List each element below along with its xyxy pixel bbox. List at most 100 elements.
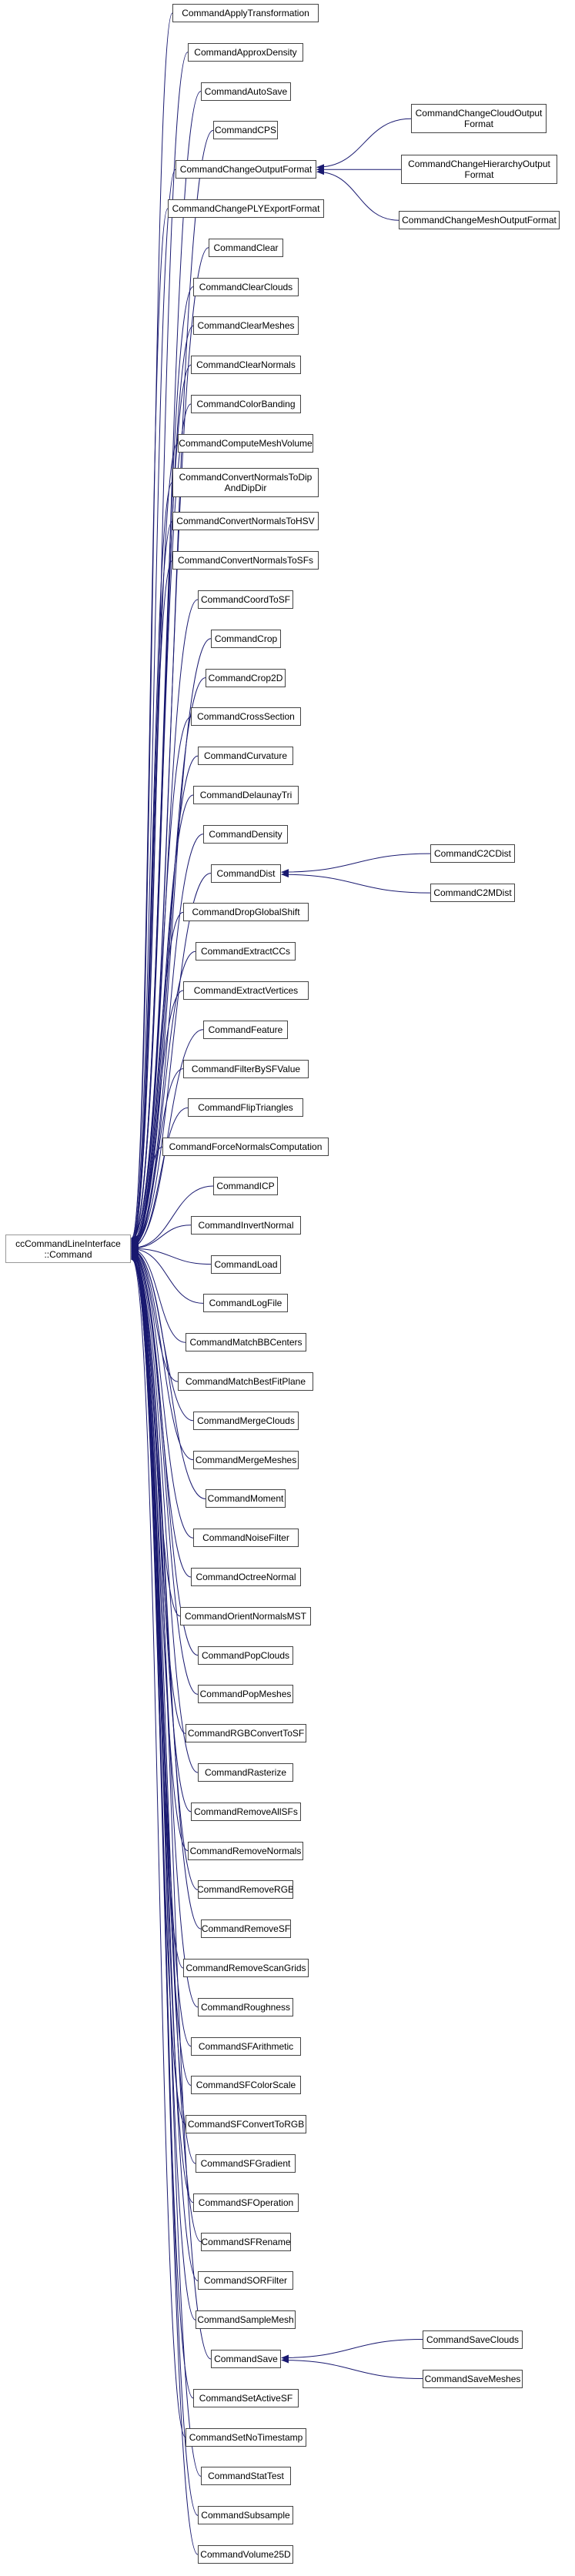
class-node-commandremovenormals[interactable]: CommandRemoveNormals — [188, 1842, 303, 1860]
class-node-commandclear[interactable]: CommandClear — [209, 239, 283, 257]
edge-commandcrosssection-to-base — [131, 716, 192, 1248]
class-node-commandextractvertices[interactable]: CommandExtractVertices — [183, 981, 309, 1000]
edge-commandforcenormalscomputation-to-base — [131, 1146, 163, 1251]
class-node-commandsfarithmetic[interactable]: CommandSFArithmetic — [191, 2037, 301, 2056]
class-node-commandchangecloudoutput-format[interactable]: CommandChangeCloudOutput Format — [411, 104, 547, 133]
edge-commandfliptriangles-to-base — [131, 1107, 189, 1251]
class-node-commandsetactivesf[interactable]: CommandSetActiveSF — [193, 2389, 299, 2407]
class-node-commandcps[interactable]: CommandCPS — [213, 121, 278, 139]
class-node-commandsavemeshes[interactable]: CommandSaveMeshes — [423, 2370, 523, 2388]
edge-commandfilterbysfvalue-to-base — [131, 1068, 184, 1251]
edge-commanddropglobalshift-to-base — [131, 911, 184, 1249]
class-node-commandfilterbysfvalue[interactable]: CommandFilterBySFValue — [183, 1060, 309, 1078]
class-node-commandchangeplyexportformat[interactable]: CommandChangePLYExportFormat — [168, 199, 324, 218]
class-node-commandclearclouds[interactable]: CommandClearClouds — [193, 278, 299, 296]
class-node-commanddelaunaytri[interactable]: CommandDelaunayTri — [193, 786, 299, 804]
class-node-commandsfconverttorgb[interactable]: CommandSFConvertToRGB — [186, 2115, 306, 2133]
class-node-commandlogfile[interactable]: CommandLogFile — [203, 1294, 288, 1312]
class-node-commandsubsample[interactable]: CommandSubsample — [198, 2506, 293, 2524]
edge-commandchangeoutputformat-to-base — [131, 169, 176, 1242]
class-node-commandsave[interactable]: CommandSave — [211, 2350, 281, 2368]
class-node-commandcolorbanding[interactable]: CommandColorBanding — [191, 395, 301, 413]
class-node-commandmergemeshes[interactable]: CommandMergeMeshes — [193, 1451, 299, 1469]
class-node-commandmergeclouds[interactable]: CommandMergeClouds — [193, 1412, 299, 1430]
class-node-commandmatchbbcenters[interactable]: CommandMatchBBCenters — [186, 1333, 306, 1351]
class-node-commandconvertnormalstodip-anddipdir[interactable]: CommandConvertNormalsToDip AndDipDir — [172, 468, 319, 497]
class-node-commandextractccs[interactable]: CommandExtractCCs — [196, 942, 296, 961]
edge-commandvolume25d-to-base — [131, 1256, 199, 2555]
edge-commandsaveclouds-to-commandsave — [281, 2339, 423, 2361]
class-node-commandclearnormals[interactable]: CommandClearNormals — [191, 356, 301, 374]
edge-commandchangecloudoutput-format-to-commandchangeoutputformat — [316, 118, 412, 171]
edge-commandcolorbanding-to-base — [131, 403, 192, 1245]
edge-commandconvertnormalstosfs-to-base — [131, 560, 173, 1246]
class-node-commandcomputemeshvolume[interactable]: CommandComputeMeshVolume — [178, 434, 313, 453]
edge-commandc2cdist-to-commanddist — [281, 853, 431, 876]
class-node-commandconvertnormalstosfs[interactable]: CommandConvertNormalsToSFs — [172, 551, 319, 570]
class-node-commandmoment[interactable]: CommandMoment — [206, 1489, 286, 1508]
edge-commandrasterize-to-base — [131, 1250, 199, 1773]
class-node-commandcoordtosf[interactable]: CommandCoordToSF — [198, 590, 293, 609]
edge-commandsave-to-base — [131, 1255, 212, 2360]
class-node-commandsamplemesh[interactable]: CommandSampleMesh — [196, 2310, 296, 2329]
class-node-commandvolume25d[interactable]: CommandVolume25D — [198, 2545, 293, 2564]
class-node-commandload[interactable]: CommandLoad — [211, 1255, 281, 1274]
edge-commandextractccs-to-base — [131, 951, 196, 1249]
class-node-commandsfoperation[interactable]: CommandSFOperation — [193, 2193, 299, 2212]
class-node-commandmatchbestfitplane[interactable]: CommandMatchBestFitPlane — [178, 1372, 313, 1391]
edge-commandchangeplyexportformat-to-base — [131, 208, 169, 1243]
class-node-commanddist[interactable]: CommandDist — [211, 864, 281, 883]
class-node-commandcrosssection[interactable]: CommandCrossSection — [191, 707, 301, 726]
class-node-commandpopmeshes[interactable]: CommandPopMeshes — [198, 1685, 293, 1703]
edge-commandchangemeshoutputformat-to-commandchangeoutputformat — [316, 169, 399, 221]
class-node-commandforcenormalscomputation[interactable]: CommandForceNormalsComputation — [162, 1138, 329, 1156]
class-node-commandsetnotimestamp[interactable]: CommandSetNoTimestamp — [186, 2428, 306, 2447]
class-node-commandremovergb[interactable]: CommandRemoveRGB — [198, 1880, 293, 1899]
class-node-commandconvertnormalstohsv[interactable]: CommandConvertNormalsToHSV — [172, 512, 319, 530]
edge-commanddensity-to-base — [131, 834, 204, 1248]
class-node-commandoctreenormal[interactable]: CommandOctreeNormal — [191, 1568, 301, 1586]
class-node-commandsfrename[interactable]: CommandSFRename — [201, 2233, 291, 2251]
edge-commandmoment-to-base — [131, 1247, 206, 1499]
class-node-commandsaveclouds[interactable]: CommandSaveClouds — [423, 2330, 523, 2349]
class-node-commandrgbconverttosf[interactable]: CommandRGBConvertToSF — [186, 1724, 306, 1742]
base-class-node[interactable]: ccCommandLineInterface ::Command — [5, 1235, 131, 1263]
class-node-commandremovescangrids[interactable]: CommandRemoveScanGrids — [183, 1959, 309, 1977]
class-node-commandcurvature[interactable]: CommandCurvature — [198, 747, 293, 765]
class-node-commandfeature[interactable]: CommandFeature — [203, 1021, 288, 1039]
class-node-commandclearmeshes[interactable]: CommandClearMeshes — [193, 316, 299, 335]
class-node-commandremovesf[interactable]: CommandRemoveSF — [201, 1919, 291, 1938]
class-node-commandsfcolorscale[interactable]: CommandSFColorScale — [191, 2076, 301, 2094]
class-node-commandchangemeshoutputformat[interactable]: CommandChangeMeshOutputFormat — [399, 211, 560, 229]
class-node-commandrasterize[interactable]: CommandRasterize — [198, 1763, 293, 1782]
class-node-commandcrop2d[interactable]: CommandCrop2D — [206, 669, 286, 687]
class-node-commandapplytransformation[interactable]: CommandApplyTransformation — [172, 4, 319, 22]
class-node-commandinvertnormal[interactable]: CommandInvertNormal — [191, 1216, 301, 1235]
class-node-commandstattest[interactable]: CommandStatTest — [201, 2467, 291, 2485]
class-node-commandfliptriangles[interactable]: CommandFlipTriangles — [188, 1098, 303, 1117]
edge-commandremoveallsfs-to-base — [131, 1250, 192, 1813]
class-node-commanddropglobalshift[interactable]: CommandDropGlobalShift — [183, 903, 309, 921]
edge-commandpopclouds-to-base — [131, 1248, 199, 1656]
edge-commandsfrename-to-base — [131, 1254, 202, 2243]
class-node-commandroughness[interactable]: CommandRoughness — [198, 1998, 293, 2016]
class-node-commandchangehierarchyoutput-format[interactable]: CommandChangeHierarchyOutput Format — [401, 155, 557, 184]
class-node-commandc2cdist[interactable]: CommandC2CDist — [430, 844, 515, 863]
class-node-commandicp[interactable]: CommandICP — [213, 1177, 278, 1195]
class-node-commandc2mdist[interactable]: CommandC2MDist — [430, 884, 515, 902]
class-node-commanddensity[interactable]: CommandDensity — [203, 825, 288, 844]
class-node-commandcrop[interactable]: CommandCrop — [211, 630, 281, 648]
class-node-commandapproxdensity[interactable]: CommandApproxDensity — [188, 43, 303, 62]
class-node-commandsfgradient[interactable]: CommandSFGradient — [196, 2154, 296, 2173]
class-node-commandnoisefilter[interactable]: CommandNoiseFilter — [193, 1529, 299, 1547]
class-node-commandorientnormalsmst[interactable]: CommandOrientNormalsMST — [180, 1607, 311, 1625]
edge-commandload-to-base — [131, 1245, 212, 1265]
class-node-commandsorfilter[interactable]: CommandSORFilter — [198, 2271, 293, 2290]
class-node-commandchangeoutputformat[interactable]: CommandChangeOutputFormat — [176, 160, 316, 179]
class-node-commandpopclouds[interactable]: CommandPopClouds — [198, 1646, 293, 1665]
edge-commandlogfile-to-base — [131, 1245, 204, 1304]
class-node-commandautosave[interactable]: CommandAutoSave — [201, 82, 291, 101]
class-node-commandremoveallsfs[interactable]: CommandRemoveAllSFs — [191, 1803, 301, 1821]
